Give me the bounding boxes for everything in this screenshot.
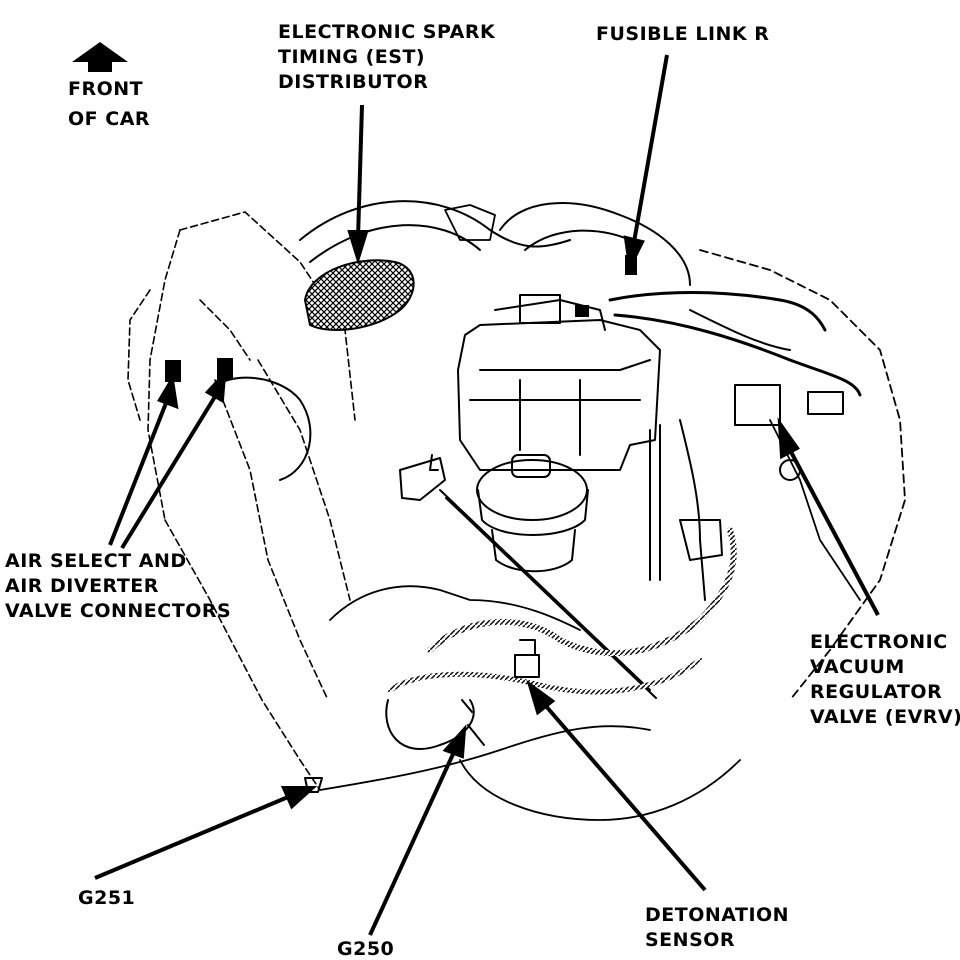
evrv-line-4: VALVE (EVRV) [810,706,960,728]
upper-tube [499,202,691,286]
leader-g250 [368,751,456,936]
wire-harness [427,527,737,657]
distributor-line-1: ELECTRONIC SPARK [278,21,496,43]
front-of-car-label: FRONT OF CAR [68,77,150,132]
detonation-line-1: DETONATION [645,904,790,926]
evrv-line-3: REGULATOR [810,681,943,703]
air-cleaner-housing [127,211,356,791]
leader-arrows [94,54,880,936]
g251-text: G251 [78,887,136,909]
leader-air-select [108,397,170,546]
wire-harness-lower [387,657,703,695]
leader-evrv [788,449,880,616]
evrv-line-2: VACUUM [810,656,905,678]
g251-label: G251 [78,886,135,911]
distributor-cap [303,259,415,331]
distributor-label: ELECTRONIC SPARK TIMING (EST) DISTRIBUTO… [278,20,495,95]
egr-valve [476,454,589,573]
detonation-sensor-part [514,639,540,678]
g250-text: G250 [337,938,395,960]
distributor-line-2: TIMING (EST) [278,46,426,68]
mount-bracket [399,457,446,501]
evrv-line-1: ELECTRONIC [810,631,948,653]
vacuum-line [649,424,661,581]
fusible-link-label: FUSIBLE LINK R [596,22,769,47]
leader-air-diverter [120,393,218,550]
air-tube [299,200,571,248]
right-hose [608,291,827,332]
distributor-line-3: DISTRIBUTOR [278,71,429,93]
air-valves-line-3: VALVE CONNECTORS [5,600,232,622]
leader-fusible-link [632,54,669,243]
throttle-body [457,294,661,471]
air-duct [209,376,312,481]
evrv-valve [734,384,844,481]
throttle-rod [439,489,651,691]
detonation-line-2: SENSOR [645,929,736,951]
front-of-car-line-2: OF CAR [68,108,151,130]
air-valve-connectors [165,255,637,382]
front-arrow-icon [72,42,128,72]
leader-distributor [356,104,364,239]
g250-label: G250 [337,937,394,960]
fitting [679,519,723,561]
evrv-label: ELECTRONIC VACUUM REGULATOR VALVE (EVRV) [810,630,960,730]
detonation-sensor-label: DETONATION SENSOR [645,903,789,953]
fusible-link-line-1: FUSIBLE LINK R [596,23,770,45]
air-valves-line-2: AIR DIVERTER [5,575,159,597]
leader-g251 [94,795,289,880]
air-valves-label: AIR SELECT AND AIR DIVERTER VALVE CONNEC… [5,549,231,624]
front-of-car-line-1: FRONT [68,78,144,100]
leader-detonation [543,703,707,892]
air-valves-line-1: AIR SELECT AND [5,550,187,572]
